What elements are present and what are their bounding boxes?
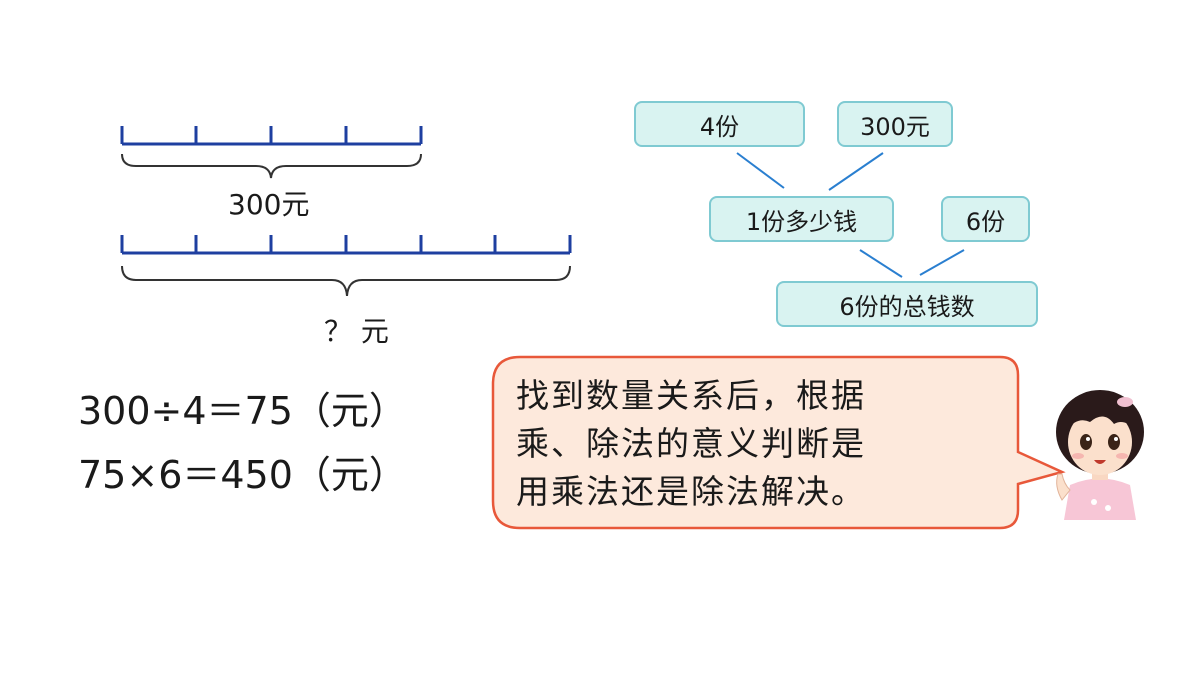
tree-connectors [736, 152, 965, 278]
node-six-parts: 6份 [941, 196, 1030, 242]
node-300-yuan: 300元 [837, 101, 953, 147]
top-segment [120, 126, 423, 146]
bottom-brace [121, 265, 571, 297]
node-six-parts-total: 6份的总钱数 [776, 281, 1038, 327]
bottom-segment [120, 235, 572, 255]
bubble-line-1: 找到数量关系后，根据 [516, 376, 866, 415]
node-one-part-cost: 1份多少钱 [709, 196, 894, 242]
top-brace [121, 153, 422, 179]
bubble-line-2: 乘、除法的意义判断是 [516, 424, 866, 463]
bottom-segment-label: ？ 元 [324, 315, 389, 348]
node-four-parts: 4份 [634, 101, 805, 147]
top-segment-label: 300元 [228, 188, 310, 221]
equation-line-2: 75×6＝450（元） [78, 453, 407, 497]
bubble-line-3: 用乘法还是除法解决。 [516, 472, 866, 511]
speech-bubble-text: 找到数量关系后，根据 乘、除法的意义判断是 用乘法还是除法解决。 [516, 372, 986, 516]
girl-pointing-icon [1056, 390, 1144, 520]
equation-line-1: 300÷4＝75（元） [78, 389, 407, 433]
